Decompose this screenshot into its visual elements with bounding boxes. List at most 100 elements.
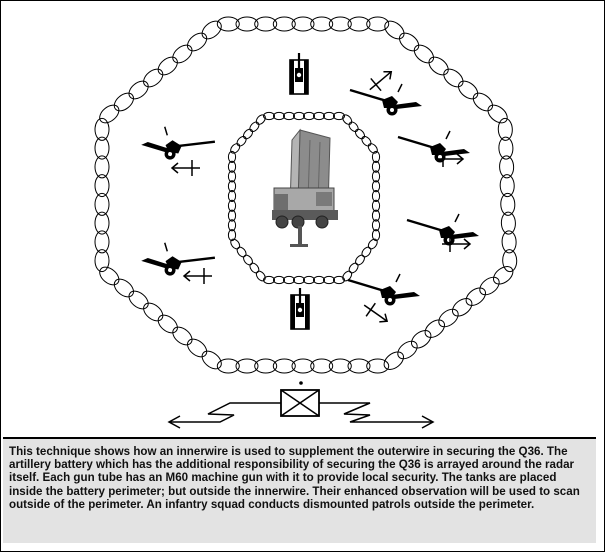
wire-loop (283, 111, 295, 121)
wire-loop (227, 190, 237, 202)
wire-loop (293, 275, 305, 285)
wire-loop (313, 111, 325, 121)
wire-loop (187, 338, 208, 358)
wire-loop (428, 56, 449, 76)
wire-loop (497, 117, 513, 141)
wire-loop (255, 114, 266, 125)
wire-loop (457, 80, 479, 100)
wire-loop (383, 351, 404, 370)
howitzer-icon (346, 272, 422, 307)
wire-loop (255, 270, 266, 282)
machine-gun-symbol-icon (183, 267, 213, 285)
wire-loop (398, 32, 420, 52)
wire-loop (347, 358, 371, 374)
wire-loop (113, 92, 134, 112)
wire-loop (227, 180, 237, 193)
wire-loop (366, 16, 390, 32)
howitzer-icon (405, 212, 481, 247)
wire-loop (413, 44, 435, 64)
wire-loop (227, 160, 237, 173)
wire-loop (94, 211, 110, 235)
wire-loop (128, 80, 149, 100)
wire-loop (424, 319, 445, 338)
wire-loop (500, 192, 516, 216)
wire-loop (493, 266, 514, 285)
wire-loop (499, 155, 515, 179)
wire-loop (273, 111, 285, 121)
wire-loop (172, 44, 193, 64)
wire-loop (310, 358, 334, 374)
wire-loop (94, 230, 110, 254)
wire-loop (501, 230, 517, 254)
wire-loop (371, 219, 381, 232)
wire-loop (303, 275, 315, 285)
wire-loop (293, 111, 305, 121)
wire-loop (411, 330, 432, 349)
wire-loop (94, 192, 110, 216)
wire-loop (94, 249, 110, 273)
wire-loop (348, 262, 359, 274)
wire-loop (143, 68, 164, 88)
wire-loop (342, 114, 353, 125)
wire-loop (172, 326, 193, 346)
wire-loop (348, 121, 359, 133)
machine-gun-symbol-icon (171, 159, 201, 177)
wire-loop (333, 275, 345, 285)
wire-loop (355, 254, 365, 266)
wire-loop (128, 290, 149, 310)
wire-loop (143, 302, 164, 322)
wire-loop (235, 358, 259, 374)
wire-loop (333, 111, 345, 121)
wire-loop (272, 358, 296, 374)
wire-loop (227, 199, 237, 212)
wire-loop (472, 92, 494, 112)
wire-loop (236, 135, 247, 147)
wire-loop (443, 68, 464, 88)
wire-loop (243, 254, 253, 266)
wire-loop (99, 104, 120, 124)
wire-loop (371, 199, 381, 212)
wire-loop (310, 16, 334, 32)
wire-loop (227, 170, 237, 183)
wire-loop (452, 298, 473, 317)
wire-loop (227, 229, 237, 242)
wire-loop (201, 20, 222, 40)
wire-loop (201, 350, 222, 370)
wire-loop (397, 340, 418, 360)
wire-loop (328, 16, 352, 32)
wire-loop (94, 155, 110, 179)
wire-loop (94, 136, 110, 160)
wire-loop (323, 275, 335, 285)
wire-loop (254, 16, 278, 32)
wire-loop (328, 358, 352, 374)
wire-loop (313, 275, 325, 285)
wire-loop (371, 150, 381, 163)
wire-loop (263, 275, 275, 285)
wire-loop (227, 209, 237, 222)
wire-loop (465, 287, 486, 306)
wire-loop (235, 16, 259, 32)
wire-loop (371, 229, 381, 242)
wire-loop (366, 358, 390, 374)
wire-loop (113, 278, 134, 298)
wire-loop (323, 111, 335, 121)
wire-loop (227, 150, 237, 163)
wire-loop (371, 209, 381, 222)
wire-loop (249, 121, 260, 133)
wire-loop (94, 174, 110, 198)
wire-loop (242, 128, 254, 140)
wire-loop (157, 56, 178, 76)
wire-loop (230, 143, 241, 154)
wire-loop (236, 246, 247, 258)
tank-icon (288, 51, 310, 96)
inner-wire-perimeter (227, 111, 381, 285)
wire-loop (371, 180, 381, 193)
wire-loop (273, 275, 285, 285)
tank-icon (289, 286, 311, 331)
wire-loop (249, 262, 260, 274)
wire-loop (283, 275, 295, 285)
wire-loop (384, 20, 405, 40)
wire-loop (216, 358, 240, 374)
wire-loop (499, 174, 515, 198)
